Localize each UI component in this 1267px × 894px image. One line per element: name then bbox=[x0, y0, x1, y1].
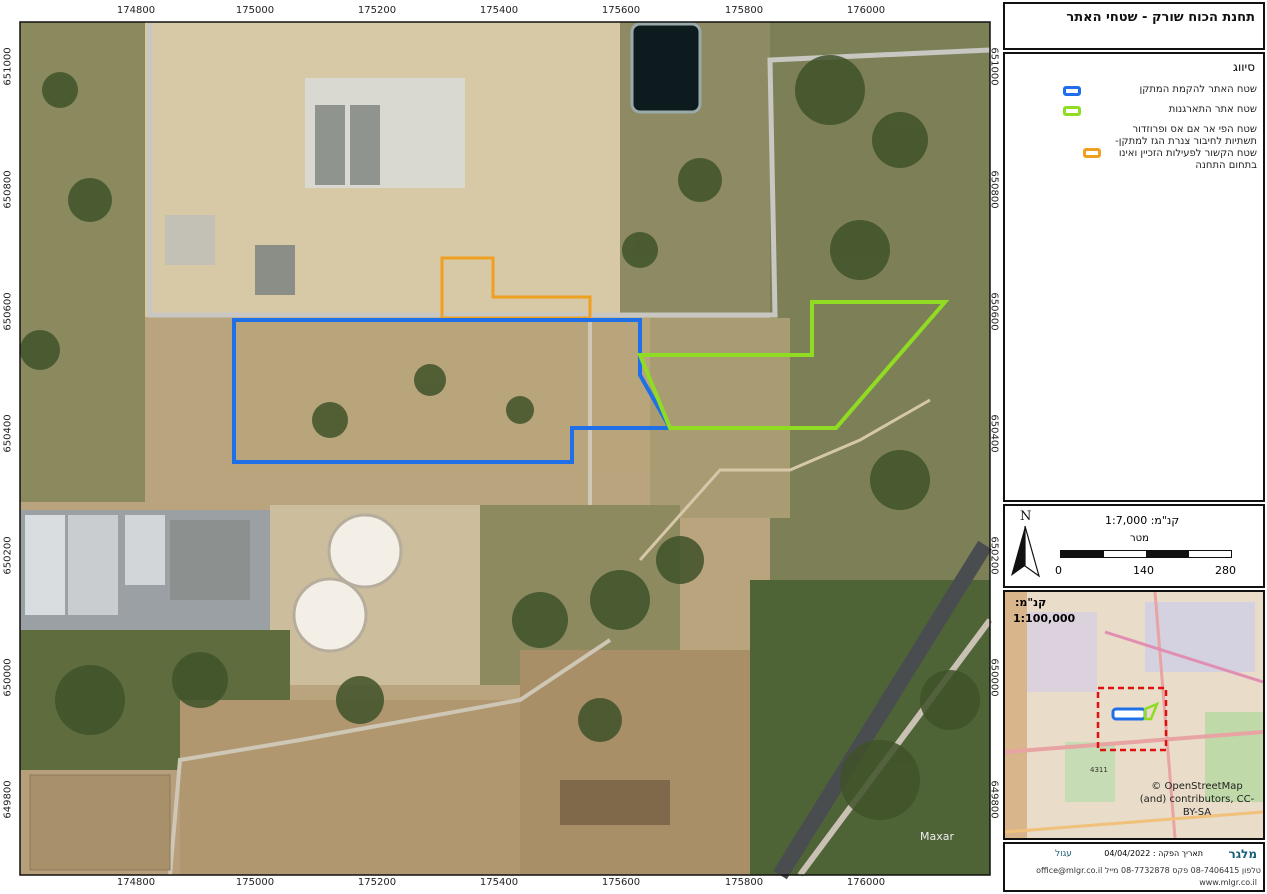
x-tick-bottom-3: 175200 bbox=[357, 877, 397, 888]
company-logo-agul: עגול bbox=[1055, 849, 1072, 859]
x-tick-top-4: 175400 bbox=[479, 5, 519, 16]
y-tick-left-6: 650000 bbox=[2, 658, 14, 697]
inset-scale-value: 1:100,000 bbox=[1013, 612, 1076, 625]
y-tick-right-6: 650000 bbox=[988, 658, 1000, 697]
scale-label-0: 0 bbox=[1055, 564, 1062, 577]
footer: מלגר תאריך הפקה : 04/04/2022 עגול טלפון … bbox=[1003, 842, 1265, 892]
x-tick-top-2: 175000 bbox=[235, 5, 275, 16]
x-tick-top-1: 174800 bbox=[116, 5, 156, 16]
x-tick-bottom-1: 174800 bbox=[116, 877, 156, 888]
map-watermark: Maxar bbox=[920, 830, 954, 843]
scale-label-140: 140 bbox=[1133, 564, 1154, 577]
scale-bar bbox=[1060, 550, 1232, 558]
y-tick-right-3: 650600 bbox=[988, 292, 1000, 331]
inset-map[interactable]: 4311 קנ"מ: 1:100,000 © OpenStreetMap (an… bbox=[1003, 590, 1265, 840]
scale-label-280: 280 bbox=[1215, 564, 1236, 577]
scale-text: קנ"מ: 1:7,000 bbox=[1105, 514, 1180, 527]
osm-attribution: © OpenStreetMap (and) contributors, CC-B… bbox=[1139, 781, 1255, 818]
map-frame: Maxar 174800 175000 175200 175400 175600… bbox=[0, 0, 1000, 894]
legend-item-site-area: שטח האתר להקמת המתקן bbox=[1063, 84, 1257, 96]
legend-label-site-area: שטח האתר להקמת המתקן bbox=[1139, 84, 1257, 95]
map-title: תחנת הכוח שורק - שטחי האתר bbox=[1066, 10, 1255, 25]
inset-road-label: 4311 bbox=[1090, 766, 1108, 774]
x-tick-top-6: 175800 bbox=[724, 5, 764, 16]
y-tick-right-7: 649800 bbox=[988, 780, 1000, 819]
y-tick-right-1: 651000 bbox=[988, 47, 1000, 86]
north-arrow-icon: N bbox=[1011, 509, 1041, 578]
x-tick-bottom-4: 175400 bbox=[479, 877, 519, 888]
contact-info: טלפון 08-7406415 פקס 08-7732878 מייל off… bbox=[1036, 866, 1261, 875]
legend-swatch-blue bbox=[1063, 86, 1081, 96]
legend-label-staging-area: שטח אתר התארגנות bbox=[1168, 104, 1257, 115]
x-tick-top-3: 175200 bbox=[357, 5, 397, 16]
x-tick-bottom-2: 175000 bbox=[235, 877, 275, 888]
legend-label-prms-corridor: שטח הפי אר אם אס ופרוזדור תשתיות לחיבור … bbox=[1115, 124, 1257, 171]
legend-heading: סיווג bbox=[1233, 60, 1255, 74]
y-tick-left-7: 649800 bbox=[2, 780, 14, 819]
legend-swatch-green bbox=[1063, 106, 1081, 116]
y-tick-left-3: 650600 bbox=[2, 292, 14, 331]
production-date: תאריך הפקה : 04/04/2022 bbox=[1104, 849, 1203, 858]
y-tick-right-2: 650800 bbox=[988, 170, 1000, 209]
title-box: תחנת הכוח שורק - שטחי האתר bbox=[1003, 2, 1265, 50]
legend-item-prms-corridor: שטח הפי אר אם אס ופרוזדור תשתיות לחיבור … bbox=[1083, 124, 1257, 172]
legend-item-staging-area: שטח אתר התארגנות bbox=[1063, 104, 1257, 116]
satellite-map[interactable]: Maxar bbox=[0, 0, 1000, 894]
inset-scale-label: קנ"מ: bbox=[1015, 596, 1047, 609]
scale-box: N קנ"מ: 1:7,000 מטר 0 140 280 bbox=[1003, 504, 1265, 588]
legend: סיווג שטח האתר להקמת המתקן שטח אתר התארג… bbox=[1003, 52, 1265, 502]
inset-map-svg: 4311 bbox=[1005, 592, 1263, 838]
company-logo-mlgr: מלגר bbox=[1228, 847, 1257, 861]
x-tick-top-7: 176000 bbox=[846, 5, 886, 16]
y-tick-right-5: 650200 bbox=[988, 536, 1000, 575]
y-tick-left-4: 650400 bbox=[2, 414, 14, 453]
y-tick-left-5: 650200 bbox=[2, 536, 14, 575]
x-tick-bottom-7: 176000 bbox=[846, 877, 886, 888]
side-panel: תחנת הכוח שורק - שטחי האתר סיווג שטח האת… bbox=[1000, 0, 1267, 894]
svg-text:N: N bbox=[1020, 509, 1031, 524]
x-tick-bottom-5: 175600 bbox=[601, 877, 641, 888]
y-tick-left-1: 651000 bbox=[2, 47, 14, 86]
x-tick-bottom-6: 175800 bbox=[724, 877, 764, 888]
scale-unit: מטר bbox=[1130, 533, 1149, 544]
legend-swatch-orange bbox=[1083, 148, 1101, 158]
website[interactable]: www.mlgr.co.il bbox=[1199, 878, 1257, 887]
x-tick-top-5: 175600 bbox=[601, 5, 641, 16]
y-tick-right-4: 650400 bbox=[988, 414, 1000, 453]
y-tick-left-2: 650800 bbox=[2, 170, 14, 209]
